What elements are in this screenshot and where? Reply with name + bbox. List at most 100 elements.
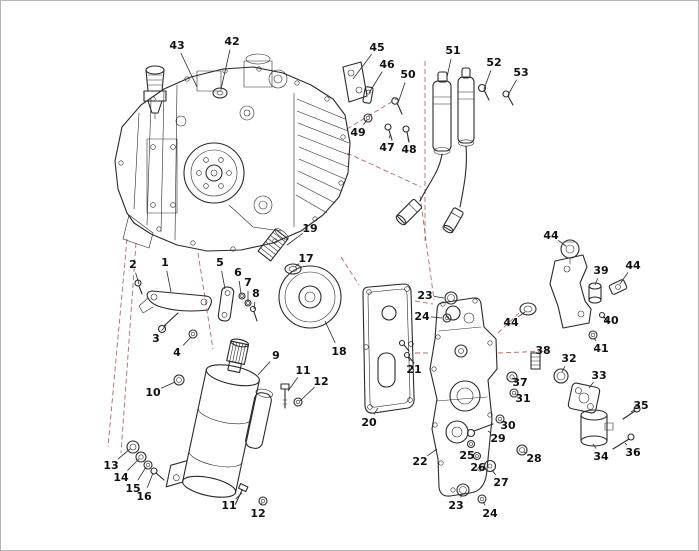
part-number-label: 41 (593, 342, 608, 355)
part-number-label: 16 (136, 490, 152, 503)
leader-line (117, 448, 131, 460)
part-number-label: 29 (490, 432, 505, 445)
leader-line (430, 316, 443, 319)
part-number-label: 4 (173, 346, 181, 359)
leader-line (511, 377, 515, 380)
leader-line (507, 79, 517, 96)
leader-line (518, 311, 526, 318)
part-number-label: 8 (252, 287, 260, 300)
part-number-label: 43 (169, 39, 184, 52)
leader-line (491, 469, 496, 476)
leader-line (220, 49, 231, 90)
linkage-group (134, 279, 258, 386)
part-number-label: 20 (361, 416, 377, 429)
leader-line (427, 448, 438, 457)
leader-line (487, 430, 491, 434)
part-number-label: 1 (161, 256, 169, 269)
part-number-label: 28 (526, 452, 541, 465)
leader-line (592, 443, 597, 449)
spark-plug-part (143, 65, 167, 120)
leader-line (180, 52, 198, 88)
leader-line (482, 501, 486, 506)
leader-line (624, 442, 628, 446)
part-number-label: 12 (250, 507, 265, 520)
part-number-label: 44 (503, 316, 519, 329)
part-number-label: 49 (350, 126, 365, 139)
part-number-label: 40 (603, 314, 619, 327)
leader-line (619, 272, 629, 285)
leader-line (161, 381, 176, 389)
ignition-coils (395, 67, 514, 234)
part-number-label: 50 (400, 68, 416, 81)
leader-line (363, 119, 368, 126)
leader-line (257, 361, 271, 376)
part-number-label: 46 (379, 58, 395, 71)
part-number-label: 5 (216, 256, 224, 269)
grommet-part (212, 87, 228, 99)
leader-line (388, 134, 391, 139)
leader-line (407, 356, 411, 362)
part-number-label: 21 (406, 363, 421, 376)
alignment-dashed-lines (107, 61, 550, 454)
part-number-label: 44 (625, 259, 641, 272)
leader-line (166, 270, 172, 293)
leader-line (433, 296, 445, 299)
leader-line (235, 492, 243, 500)
part-number-label: 13 (103, 459, 118, 472)
engine-block (114, 53, 351, 252)
leader-line (294, 263, 300, 268)
part-number-label: 11 (221, 499, 236, 512)
side-cover-plate (429, 291, 498, 504)
part-number-label: 27 (493, 476, 508, 489)
leader-line (373, 407, 379, 415)
part-number-label: 2 (129, 258, 137, 271)
leader-line (127, 458, 140, 471)
part-number-label: 36 (625, 446, 641, 459)
leader-line (161, 324, 167, 332)
part-number-label: 51 (445, 44, 460, 57)
part-number-label: 26 (470, 461, 486, 474)
part-number-label: 32 (561, 352, 576, 365)
leader-line (561, 365, 566, 373)
part-number-label: 9 (272, 349, 280, 362)
part-number-label: 15 (125, 482, 140, 495)
leader-line (221, 270, 226, 290)
leader-line (299, 386, 315, 402)
coil-bracket-group (342, 61, 410, 143)
leader-line (287, 377, 299, 392)
leader-line (630, 409, 634, 413)
leader-line (588, 381, 594, 389)
part-number-label: 7 (244, 276, 252, 289)
part-number-label: 3 (152, 332, 160, 345)
part-number-label: 14 (113, 471, 129, 484)
part-number-label: 23 (417, 289, 432, 302)
part-number-label: 45 (369, 41, 384, 54)
leader-line (594, 278, 599, 286)
leader-line (253, 301, 256, 310)
part-number-label: 48 (401, 143, 416, 156)
part-number-label: 11 (295, 364, 310, 377)
leader-line (238, 280, 242, 295)
part-number-label: 18 (331, 345, 346, 358)
part-number-label: 10 (145, 386, 161, 399)
part-number-label: 24 (414, 310, 430, 323)
leader-line (135, 272, 140, 285)
leader-line (593, 337, 597, 341)
leader-line (368, 71, 383, 94)
part-number-label: 52 (486, 56, 501, 69)
part-number-label: 34 (593, 450, 609, 463)
part-number-label: 44 (543, 229, 559, 242)
part-number-label: 25 (459, 449, 474, 462)
part-number-label: 38 (535, 344, 550, 357)
leader-line (286, 233, 304, 246)
part-number-label: 42 (224, 35, 239, 48)
part-number-label: 53 (513, 66, 528, 79)
part-number-label: 33 (591, 369, 606, 382)
part-number-label: 19 (302, 222, 317, 235)
leader-line (460, 494, 463, 498)
part-number-label: 17 (298, 252, 313, 265)
leader-line (324, 320, 336, 344)
part-number-label: 35 (633, 399, 648, 412)
